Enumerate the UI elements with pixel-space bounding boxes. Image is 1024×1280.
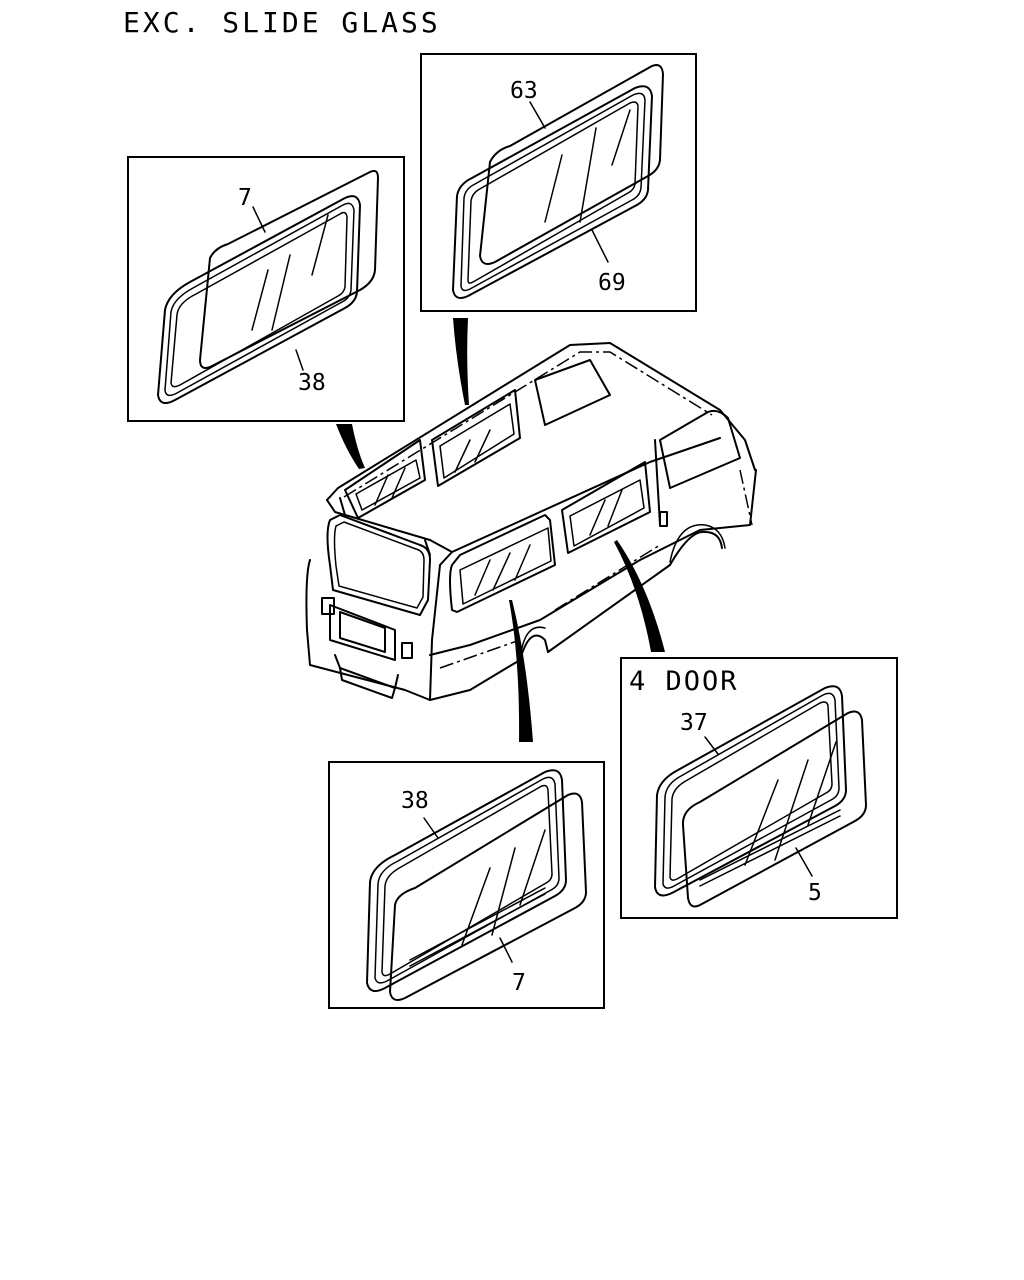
panel-four-door: 4 DOOR 37 5 (620, 657, 898, 919)
panel-rear-quarter: 7 38 (127, 156, 405, 422)
glass-outline (389, 792, 587, 1001)
callout-label: 7 (238, 185, 252, 211)
callout-label: 69 (598, 270, 626, 296)
four-door-heading: 4 DOOR (629, 666, 739, 697)
callout-label: 38 (298, 370, 326, 396)
glass-outline (479, 64, 664, 265)
weatherstrip-outline (157, 195, 361, 405)
callout-label: 37 (680, 710, 708, 736)
leader-wedges (336, 318, 665, 742)
van-body-illustration (305, 342, 757, 701)
weatherstrip-outline (452, 85, 653, 299)
callout-label: 7 (512, 970, 526, 996)
panel-side-lower: 38 7 (328, 761, 605, 1009)
glass-outline (199, 169, 379, 369)
callout-label: 63 (510, 78, 538, 104)
weatherstrip-outline (366, 769, 567, 993)
callout-label: 38 (401, 788, 429, 814)
callout-label: 5 (808, 880, 822, 906)
weatherstrip-outline (654, 685, 847, 897)
panel-side-upper: 63 69 (420, 53, 697, 312)
glass-outline (681, 710, 867, 908)
diagram-title: EXC. SLIDE GLASS (123, 6, 441, 39)
